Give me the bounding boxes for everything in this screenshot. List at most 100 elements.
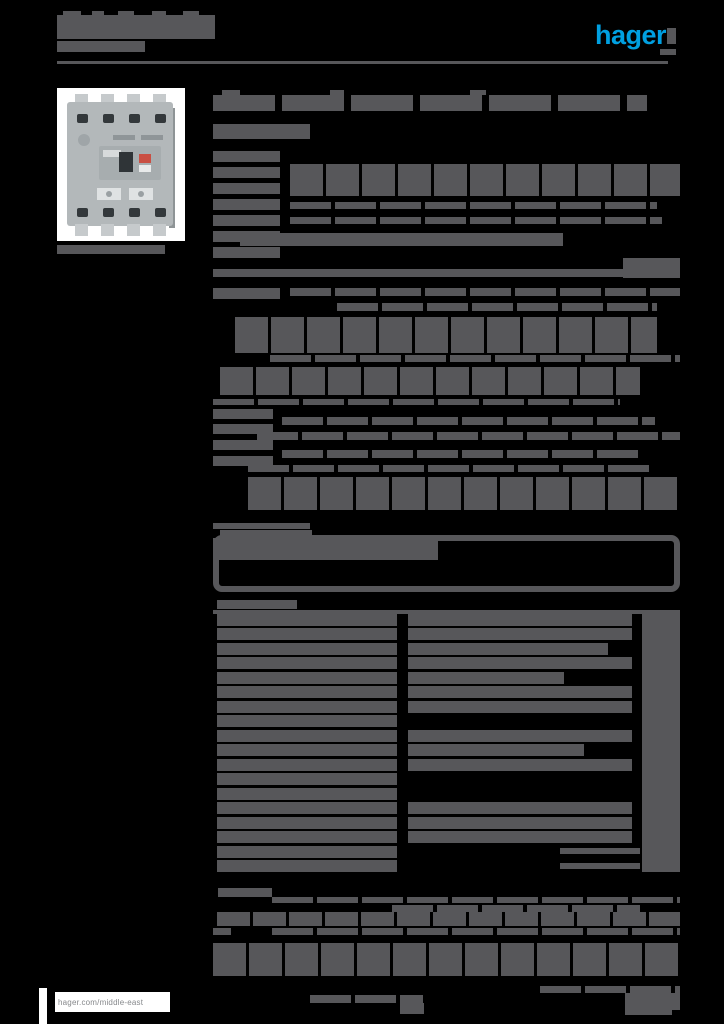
spec-label-bar (213, 424, 273, 434)
table-value-cell-bar (408, 701, 632, 713)
header-title-line (57, 41, 145, 52)
section-heading-bar (213, 151, 280, 162)
text-line-bar (213, 928, 231, 935)
table-value-cell-bar (408, 628, 632, 640)
table-label-cell-bar (217, 701, 397, 713)
table-value-cell-bar (408, 614, 632, 626)
footer-website-text: hager.com/middle-east (58, 997, 144, 1007)
header-title-ascender (63, 11, 81, 17)
spec-value-bar (290, 217, 662, 224)
table-value-cell-bar (408, 744, 584, 756)
doc-title-ascender (330, 90, 344, 95)
table-label-cell-bar (217, 686, 397, 698)
table-label-cell-bar (217, 802, 397, 814)
notice-label-bar (220, 530, 312, 537)
table-value-cell-bar (408, 686, 632, 698)
product-image-card (57, 88, 185, 241)
header-title-ascender (118, 11, 134, 17)
table-value-cell-bar (408, 817, 632, 829)
table-label-cell-bar (217, 715, 397, 727)
table-value-cell-bar (408, 672, 564, 684)
section-heading-bar (217, 600, 297, 609)
table-value-cell-bar (408, 759, 632, 771)
text-line-bar (213, 523, 310, 529)
text-line-bar (282, 417, 655, 425)
doc-title-ascender (470, 90, 486, 95)
text-line-bar (540, 986, 680, 993)
footer-center-text-bar (310, 995, 423, 1003)
spec-value-bar (240, 233, 563, 246)
table-label-cell-bar (217, 860, 397, 872)
text-line-bar (392, 905, 640, 912)
spec-label-bar (213, 215, 280, 226)
spec-value-block (290, 164, 680, 196)
text-line-bar (213, 399, 620, 405)
table-label-cell-bar (217, 817, 397, 829)
spec-label-bar (213, 440, 273, 450)
text-line-bar (337, 303, 657, 311)
page-edge-fragment (39, 988, 47, 1024)
spec-label-bar (213, 199, 280, 210)
doc-subtitle (213, 124, 310, 139)
logo-mark-fragment (660, 49, 676, 55)
product-image (67, 94, 175, 236)
paragraph-block (217, 912, 680, 926)
spec-label-bar (213, 167, 280, 178)
divider-row-bar (213, 269, 680, 277)
paragraph-block (248, 477, 680, 510)
section-heading-bar (218, 888, 272, 897)
text-line-bar (282, 450, 640, 458)
table-value-cell-bar (408, 657, 632, 669)
table-value-cell-bar (408, 831, 632, 843)
table-label-cell-bar (217, 744, 397, 756)
text-line-bar (272, 897, 680, 903)
product-ref-caption (57, 245, 165, 254)
header-title-ascender (152, 11, 166, 17)
table-label-cell-bar (217, 788, 397, 800)
notice-frame (213, 535, 680, 592)
table-label-cell-bar (217, 628, 397, 640)
table-label-cell-bar (217, 614, 397, 626)
table-label-cell-bar (217, 672, 397, 684)
notice-text-block (213, 538, 438, 560)
table-value-cell-bar (408, 643, 608, 655)
section-heading-bar (213, 288, 280, 299)
paragraph-block (220, 367, 640, 395)
spec-label-bar (213, 456, 273, 466)
spec-value-bar (290, 202, 657, 209)
text-line-bar (257, 432, 680, 440)
footer-right-block (672, 993, 680, 1010)
header-title-ascender (183, 11, 199, 17)
header-title-ascender (92, 11, 104, 17)
table-label-cell-bar (217, 773, 397, 785)
table-value-cell-bar (560, 848, 640, 854)
spec-label-bar (213, 409, 273, 419)
text-line-bar (270, 355, 680, 362)
paragraph-block (213, 943, 680, 976)
footer-right-block (625, 993, 672, 1015)
table-label-cell-bar (217, 657, 397, 669)
header-title-line (57, 15, 215, 39)
table-label-cell-bar (217, 730, 397, 742)
spec-label-bar (213, 183, 280, 194)
table-label-cell-bar (217, 643, 397, 655)
hager-logo: hager (595, 20, 667, 50)
footer-website-link[interactable]: hager.com/middle-east (55, 992, 170, 1012)
doc-title-ascender (222, 90, 240, 95)
text-line-bar (272, 928, 680, 935)
logo-mark-fragment (667, 28, 676, 44)
right-aligned-value-block (623, 258, 680, 278)
table-label-cell-bar (217, 831, 397, 843)
text-line-bar (290, 288, 680, 296)
paragraph-block (235, 317, 657, 353)
doc-title (213, 95, 647, 111)
header-rule (57, 61, 668, 64)
spec-label-bar (213, 247, 280, 258)
table-value-cell-bar (408, 730, 632, 742)
table-right-column-strip (642, 610, 680, 872)
text-line-bar (248, 465, 650, 472)
footer-center-text-bar (400, 1003, 424, 1014)
table-value-cell-bar (408, 802, 632, 814)
table-label-cell-bar (217, 846, 397, 858)
